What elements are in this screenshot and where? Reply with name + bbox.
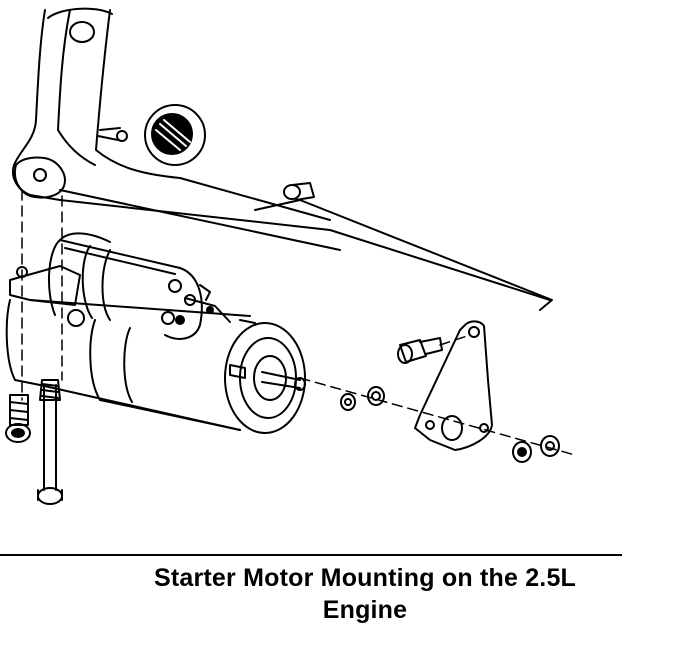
starter-flange <box>9 265 85 327</box>
rear-bracket <box>414 320 493 451</box>
caption-line-2: Engine <box>322 596 408 624</box>
mounting-bolt-long <box>37 379 63 505</box>
caption-line-1: Starter Motor Mounting on the 2.5L <box>153 564 577 592</box>
nuts-and-washers <box>340 386 560 463</box>
engine-block <box>12 7 551 301</box>
exploded-view-illustration <box>5 7 576 505</box>
starter-motor <box>5 232 306 434</box>
caption-divider <box>0 554 622 556</box>
figure-caption: Starter Motor Mounting on the 2.5L Engin… <box>100 562 630 626</box>
bracket-bolt <box>397 337 443 364</box>
dowel-pin <box>254 182 553 311</box>
mounting-stud-short <box>5 394 31 443</box>
block-plug <box>144 104 206 166</box>
